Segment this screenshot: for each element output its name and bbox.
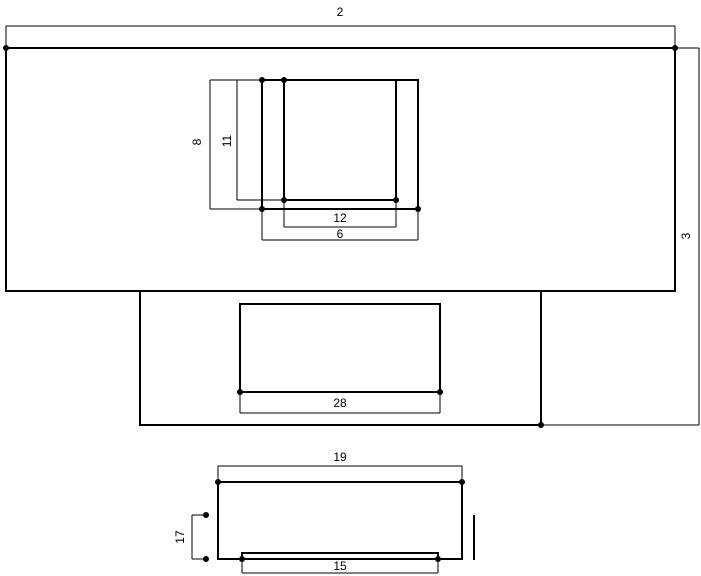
outer-square-window — [261, 79, 419, 210]
dimension-label-top-width: 2 — [337, 5, 344, 19]
dimension-label-lower-rect-width: 28 — [333, 396, 347, 410]
dimension-label-right-height: 3 — [679, 232, 693, 239]
dimension-label-outer-square-height: 8 — [190, 138, 204, 145]
lower-inner-rect — [239, 303, 441, 393]
lower-plate — [139, 290, 542, 426]
dimension-label-bottom-part-height: 17 — [173, 530, 187, 544]
dimension-label-bottom-part-width: 19 — [333, 450, 347, 464]
dimension-outer-square-width: 6 — [261, 206, 421, 241]
bottom-part — [217, 481, 475, 560]
dimension-bottom-part-height: 17 — [173, 512, 209, 562]
dimension-bottom-part-width: 19 — [215, 450, 465, 485]
dimension-label-inner-square-width: 12 — [333, 211, 347, 225]
dimension-outer-square-height: 8 — [190, 77, 265, 212]
inner-square-window — [283, 79, 397, 201]
dimension-right-height: 3 — [538, 47, 700, 428]
dimension-bottom-slot-width: 15 — [239, 556, 441, 574]
dimension-label-bottom-slot-width: 15 — [333, 559, 347, 573]
dimension-top-width: 2 — [3, 5, 678, 51]
dimension-lower-rect-width: 28 — [237, 389, 443, 414]
dimension-label-outer-square-width: 6 — [337, 227, 344, 241]
main-plate — [5, 47, 676, 292]
dimension-inner-square-width: 12 — [283, 197, 399, 228]
dimension-inner-square-height: 11 — [220, 77, 287, 203]
dimension-label-inner-square-height: 11 — [220, 134, 234, 147]
